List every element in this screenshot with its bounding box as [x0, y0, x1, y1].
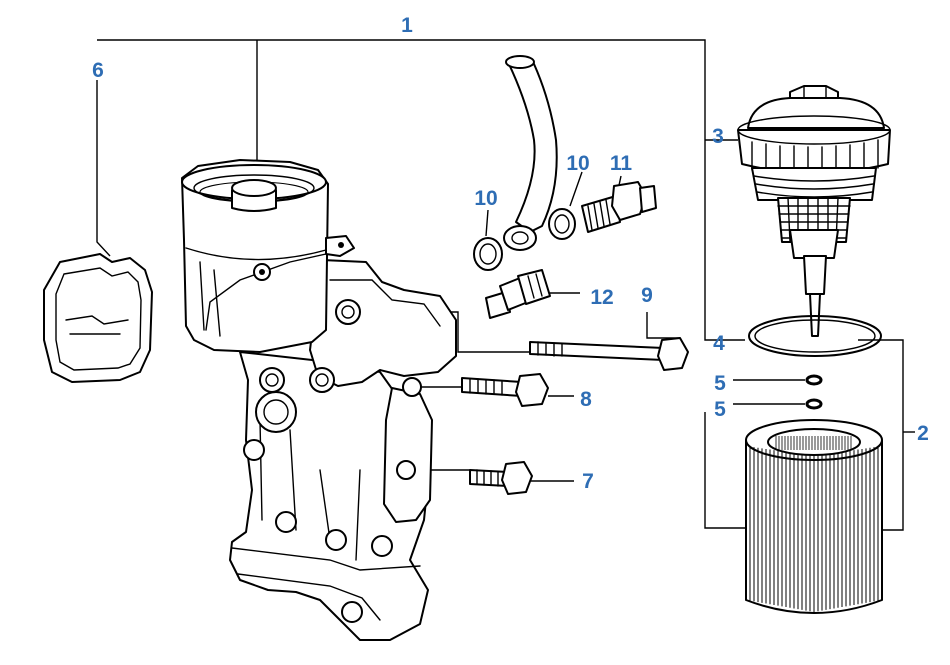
callout-labels: 1 6 3 10 10 11 12 9 4 5 5 2 8 7 [92, 14, 929, 493]
callout-3: 3 [712, 125, 724, 148]
callout-4: 4 [713, 332, 725, 355]
callout-12: 12 [590, 286, 613, 309]
bolt-9 [529, 337, 689, 371]
oil-filter-housing [181, 159, 457, 641]
callout-8: 8 [580, 388, 592, 411]
callout-9: 9 [641, 284, 653, 307]
filter-pleats [749, 436, 879, 612]
filter-cover-3 [737, 85, 891, 337]
callout-7: 7 [582, 470, 594, 493]
callout-6: 6 [92, 59, 104, 82]
callout-11: 11 [610, 152, 633, 175]
callout-2: 2 [917, 422, 929, 445]
callout-10-left: 10 [474, 187, 497, 210]
seal-ring-10-right [548, 208, 576, 240]
seal-ring-10-left [473, 237, 503, 271]
callout-5-upper: 5 [714, 372, 726, 395]
bolt-8 [461, 373, 549, 407]
callout-5-lower: 5 [714, 398, 726, 421]
gasket-6 [43, 253, 153, 383]
filter-element-2 [745, 419, 883, 614]
hollow-bolt-11 [581, 181, 657, 233]
small-o-rings-5 [805, 374, 823, 410]
oil-line-hose [503, 55, 558, 251]
o-ring-4 [748, 315, 882, 357]
bolt-7 [469, 461, 533, 495]
oil-pressure-sensor-12 [485, 269, 551, 319]
callout-1: 1 [401, 14, 413, 37]
callout-10-right: 10 [566, 152, 589, 175]
